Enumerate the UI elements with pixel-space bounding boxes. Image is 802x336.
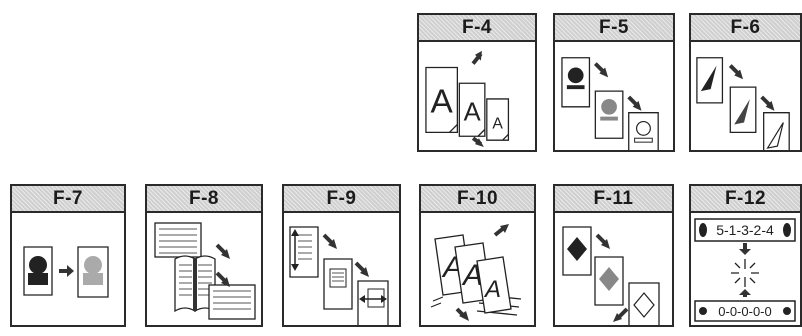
key-label-f6: F-6 (691, 15, 800, 42)
function-key-f12[interactable]: F-12 5-1-3-2-4 0-0-0-0-0 (689, 184, 802, 327)
icon-f11-contrast (555, 213, 672, 325)
function-key-f4[interactable]: F-4 A A A (417, 13, 537, 152)
key-label-f4: F-4 (419, 15, 535, 42)
key-label-f5: F-5 (555, 15, 673, 42)
icon-f10-stapled-copies: A A A (421, 213, 534, 325)
icon-f5-image-density (555, 42, 673, 150)
key-label-f7: F-7 (12, 186, 124, 213)
function-key-f7[interactable]: F-7 (10, 184, 126, 327)
icon-f6-rotate (691, 42, 800, 150)
counter-bottom-sequence: 0-0-0-0-0 (718, 304, 771, 319)
key-label-f8: F-8 (147, 186, 261, 213)
function-key-f9[interactable]: F-9 (282, 184, 401, 327)
function-key-f11[interactable]: F-11 (553, 184, 674, 327)
icon-f12-reset-counter: 5-1-3-2-4 0-0-0-0-0 (691, 213, 800, 325)
function-key-f6[interactable]: F-6 (689, 13, 802, 152)
counter-top-sequence: 5-1-3-2-4 (716, 222, 774, 238)
icon-f8-book-copy (147, 213, 261, 325)
key-label-f12: F-12 (691, 186, 800, 213)
f4-small-letter: A (492, 115, 503, 132)
f4-medium-letter: A (464, 99, 481, 127)
function-key-f8[interactable]: F-8 (145, 184, 263, 327)
function-key-f5[interactable]: F-5 (553, 13, 675, 152)
key-label-f10: F-10 (421, 186, 534, 213)
icon-f9-margin-shift (284, 213, 399, 325)
f4-large-letter: A (431, 84, 454, 121)
function-key-f10[interactable]: F-10 A A A (419, 184, 536, 327)
key-label-f11: F-11 (555, 186, 672, 213)
f10-letter-3: A (483, 276, 501, 303)
key-label-f9: F-9 (284, 186, 399, 213)
icon-f4-sort-by-size: A A A (419, 42, 535, 150)
icon-f7-tone-reduction (12, 213, 124, 325)
